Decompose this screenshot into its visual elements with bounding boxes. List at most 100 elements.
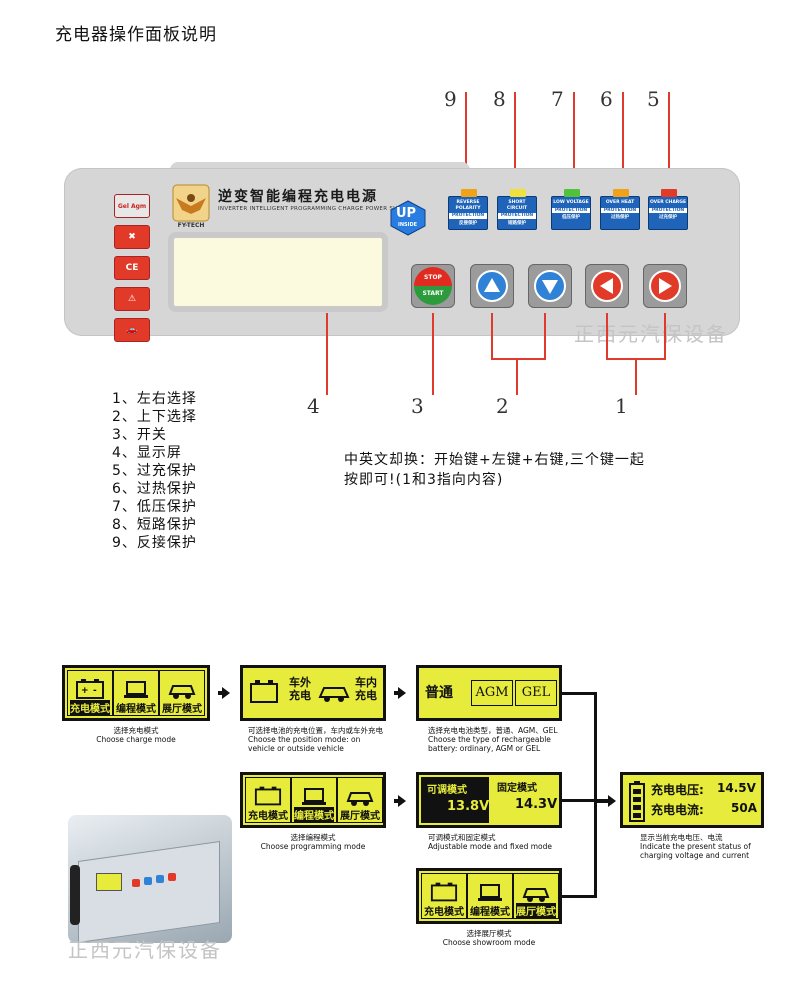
adjust-caption: 可调模式和固定模式 Adjustable mode and fixed mode xyxy=(428,833,568,851)
callout-line-2a xyxy=(491,313,493,359)
left-button[interactable] xyxy=(585,264,629,308)
indicator-cn-label: 反接保护 xyxy=(459,220,477,226)
mode-label: 编程模式 xyxy=(116,704,156,715)
over-charge-indicator: OVER CHARGE PROTECTION 过充保护 xyxy=(648,189,688,230)
position-caption: 可选择电池的充电位置，车内或车外充电 Choose the position m… xyxy=(248,726,388,753)
indicator-en-label: REVERSE POLARITY xyxy=(455,200,481,211)
note-line: 中英文却换：开始键+左键+右键,三个键一起 xyxy=(344,452,645,468)
warning-car-icon: ⚠ xyxy=(114,287,150,311)
adjustable-label: 可调模式 xyxy=(427,785,467,796)
mode-program-cell: 编程模式 xyxy=(291,777,337,823)
side-icon-column: Gel Agm ✖ CE ⚠ 🚗 xyxy=(114,194,150,349)
callout-line-7 xyxy=(573,92,575,188)
triangle-down-icon xyxy=(534,270,566,302)
battery-type-normal: 普通 xyxy=(425,685,453,701)
voltage-value: 14.5V xyxy=(717,781,756,795)
callout-number-5: 5 xyxy=(647,87,660,111)
charger-device-photo xyxy=(68,815,232,943)
down-button[interactable] xyxy=(528,264,572,308)
status-caption: 显示当前充电电压、电流 Indicate the present status … xyxy=(640,833,780,860)
caption-cn: 选择充电模式 xyxy=(113,726,159,735)
flow-arrow-stem xyxy=(394,799,399,803)
mode-label: 充电模式 xyxy=(424,907,464,918)
logo-text: FY-TECH xyxy=(177,222,205,229)
no-sign-icon: ✖ xyxy=(114,225,150,249)
over-heat-indicator: OVER HEAT PROTECTION 过热保护 xyxy=(600,189,640,230)
battery-icon: +- xyxy=(76,679,104,699)
flow-arrow xyxy=(398,687,406,699)
gel-agm-icon: Gel Agm xyxy=(114,194,150,218)
callout-line-1b xyxy=(664,313,666,359)
mode-select-screen: +- 充电模式 编程模式 展厅模式 xyxy=(62,665,210,721)
caption-cn: 选择充电电池类型，普通、AGM、GEL xyxy=(428,726,558,735)
device-button xyxy=(132,879,140,887)
callout-line-6 xyxy=(622,92,624,188)
indicator-lamp xyxy=(661,189,677,197)
device-button xyxy=(156,875,164,883)
battery-level-icon xyxy=(629,781,645,822)
caption-en: Indicate the present status of charging … xyxy=(640,842,751,860)
callout-number-4: 4 xyxy=(307,394,320,418)
callout-number-8: 8 xyxy=(493,87,506,111)
mode-label: 充电模式 xyxy=(248,811,288,822)
callout-bracket-2 xyxy=(491,358,546,360)
charger-panel xyxy=(64,168,740,336)
mode-label: 编程模式 xyxy=(294,807,334,822)
note-line: 按即可!(1和3指向内容) xyxy=(344,472,504,488)
car-icon xyxy=(318,687,350,702)
caption-en: Choose the type of rechargeable battery:… xyxy=(428,735,551,753)
up-inside-badge: UP INSIDE xyxy=(390,200,426,236)
flow-connector xyxy=(562,799,596,802)
caption-en: Choose the position mode: on vehicle or … xyxy=(248,735,361,753)
battery-type-screen: 普通 AGM GEL xyxy=(416,665,562,721)
voltage-label: 充电电压: xyxy=(651,783,704,797)
caption-cn: 可选择电池的充电位置，车内或车外充电 xyxy=(248,726,383,735)
device-front xyxy=(78,841,220,943)
callout-line-9 xyxy=(465,92,467,188)
watermark-bottom: 正西元汽保设备 xyxy=(68,938,222,962)
eagle-logo-icon xyxy=(172,184,210,222)
callout-number-3: 3 xyxy=(411,394,424,418)
device-display xyxy=(96,873,122,891)
device-handle xyxy=(70,865,80,925)
up-badge-subtext: INSIDE xyxy=(398,222,418,228)
vehicle-icon: 🚗 xyxy=(114,318,150,342)
mode-caption: 选择充电模式 Choose charge mode xyxy=(62,726,210,744)
indicator-cn-label: 低压保护 xyxy=(562,215,580,220)
up-button[interactable] xyxy=(470,264,514,308)
up-badge-text: UP xyxy=(396,206,417,221)
callout-line-8 xyxy=(514,92,516,188)
stop-start-button[interactable]: STOP START xyxy=(411,264,455,308)
right-button[interactable] xyxy=(643,264,687,308)
low-voltage-indicator: LOW VOLTAGE PROTECTION 低压保护 xyxy=(551,189,591,230)
indicator-en-label: OVER CHARGE xyxy=(649,200,687,205)
legend-item: 1、左右选择 xyxy=(112,391,197,407)
legend-item: 2、上下选择 xyxy=(112,409,197,425)
short-circuit-indicator: SHORT CIRCUIT PROTECTION 短路保护 xyxy=(497,189,537,230)
flow-connector xyxy=(594,692,597,898)
caption-cn: 选择编程模式 xyxy=(290,833,336,842)
indicator-en-label: SHORT CIRCUIT xyxy=(506,200,528,211)
display-screen xyxy=(168,232,388,312)
indicator-mid-label: PROTECTION xyxy=(552,207,590,213)
callout-line-2 xyxy=(516,358,518,395)
triangle-up-icon xyxy=(476,270,508,302)
battery-caption: 选择充电电池类型，普通、AGM、GEL Choose the type of r… xyxy=(428,726,568,753)
car-icon xyxy=(346,792,374,806)
flow-arrow xyxy=(398,795,406,807)
brand-title: 逆变智能编程充电电源 xyxy=(218,189,378,205)
indicator-cn-label: 过充保护 xyxy=(659,215,677,220)
reverse-polarity-indicator: REVERSE POLARITY PROTECTION 反接保护 xyxy=(448,189,488,230)
callout-line-4 xyxy=(326,313,328,395)
fixed-value: 14.3V xyxy=(515,797,558,812)
position-outside-label: 车外充电 xyxy=(289,676,311,702)
mode-label: 展厅模式 xyxy=(516,903,556,918)
adjust-fixed-screen: 可调模式 13.8V 固定模式 14.3V xyxy=(416,772,562,828)
flow-arrow xyxy=(222,687,230,699)
position-inside-label: 车内充电 xyxy=(355,676,377,702)
flow-arrow-stem xyxy=(597,799,608,803)
mode-showroom-cell: 展厅模式 xyxy=(159,670,205,716)
battery-type-gel: GEL xyxy=(515,680,557,706)
flow-connector xyxy=(562,692,596,695)
car-icon xyxy=(168,685,196,699)
